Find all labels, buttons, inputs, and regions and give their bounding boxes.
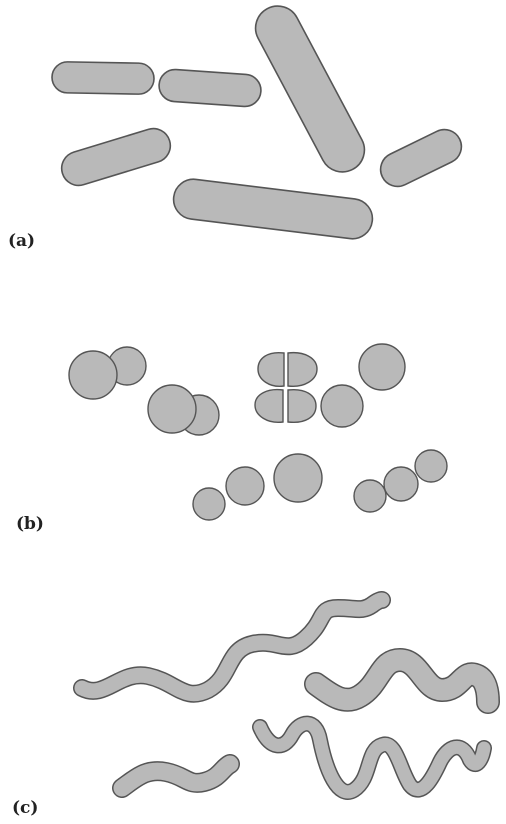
tetrad-cell xyxy=(255,390,283,423)
rod-cell xyxy=(375,124,467,192)
rod-cell xyxy=(171,177,374,241)
rod-cell xyxy=(57,124,174,189)
coccus-cell xyxy=(69,351,117,399)
panel-label-b: (b) xyxy=(16,514,44,534)
rod-cell xyxy=(158,68,262,107)
panel-label-c: (c) xyxy=(12,798,38,818)
tetrad-cell xyxy=(288,390,316,423)
panel-b-cocci xyxy=(69,344,447,520)
coccus-cell xyxy=(226,467,264,505)
tetrad-cell xyxy=(258,353,284,387)
spiral-cell xyxy=(122,764,230,788)
coccus-cell xyxy=(321,385,363,427)
panel-c-spirals xyxy=(82,600,488,792)
spiral-cell xyxy=(82,600,382,694)
panel-label-a: (a) xyxy=(8,231,35,251)
coccus-cell xyxy=(415,450,447,482)
coccus-cell xyxy=(148,385,196,433)
rod-cell xyxy=(248,0,372,180)
spiral-cell xyxy=(316,660,488,702)
tetrad-cell xyxy=(288,353,317,387)
rod-cell xyxy=(52,62,155,95)
spiral-cell xyxy=(260,724,484,792)
panel-a-rods xyxy=(52,0,467,241)
coccus-cell xyxy=(274,454,322,502)
coccus-cell xyxy=(384,467,418,501)
coccus-cell xyxy=(354,480,386,512)
coccus-cell xyxy=(359,344,405,390)
coccus-cell xyxy=(193,488,225,520)
